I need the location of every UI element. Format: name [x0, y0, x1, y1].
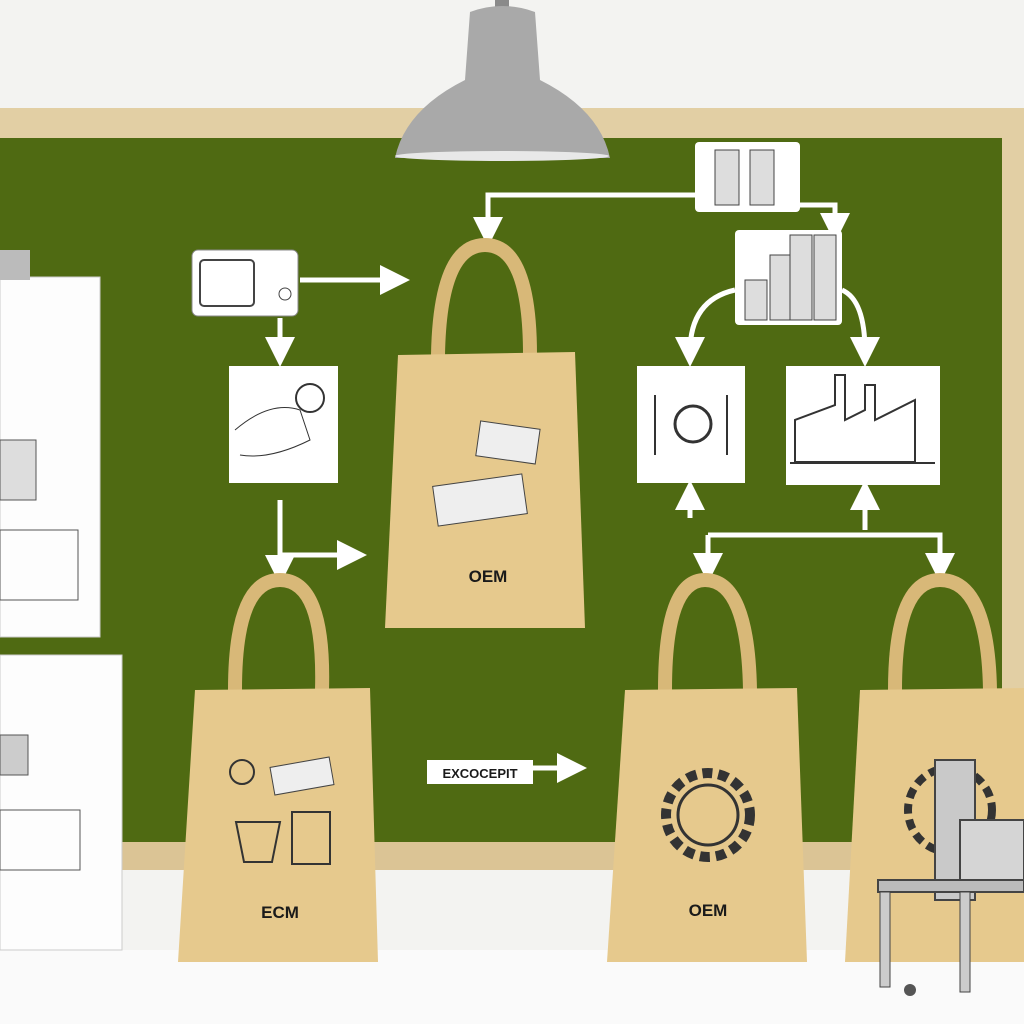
bag-ecm: ECM: [178, 572, 378, 962]
lamp-icon: [395, 0, 610, 161]
machine-icon: [877, 759, 1024, 996]
bag-oem-top: OEM: [385, 237, 585, 628]
coin-stacks-top: [695, 142, 800, 212]
card-hand-ring: [229, 366, 338, 483]
bag-label: ECM: [261, 903, 299, 922]
bag-oem-gear: OEM: [607, 572, 807, 962]
card-factory: [786, 366, 940, 485]
card-tools: [637, 366, 745, 483]
flow-arrows: [265, 192, 955, 783]
bag-label: OEM: [469, 567, 508, 586]
arrow-tag: EXCOCEPIT: [427, 760, 533, 784]
paper-sketch-top: [0, 250, 101, 638]
floor: [0, 950, 1024, 1024]
paper-sketch-bottom: [0, 654, 123, 951]
arrow-tag-label: EXCOCEPIT: [442, 766, 517, 781]
card-monitor: [191, 249, 299, 317]
bag-label: OEM: [689, 901, 728, 920]
coin-stacks-bottom: [735, 230, 842, 325]
